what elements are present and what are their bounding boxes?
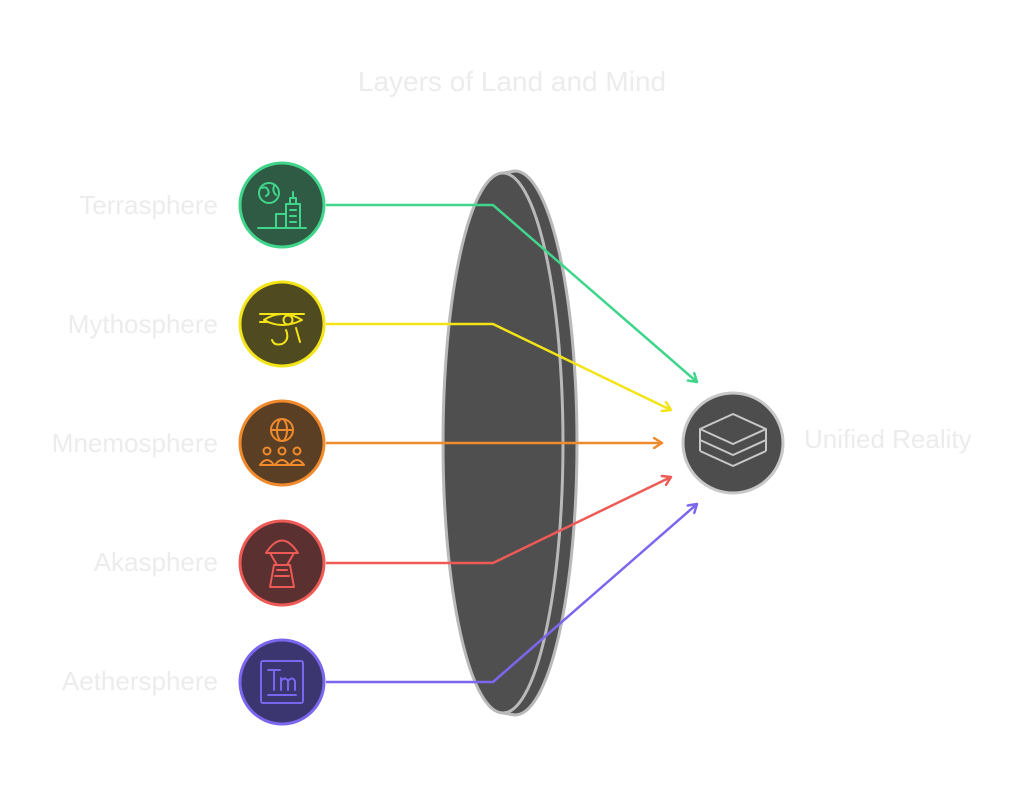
globe-city-icon xyxy=(257,182,307,229)
result-label: Unified Reality xyxy=(804,424,972,454)
connector-aethersphere xyxy=(326,504,697,684)
node-terrasphere xyxy=(238,161,326,249)
globe-people-icon xyxy=(259,418,305,466)
layer-label-mnemosphere: Mnemosphere xyxy=(51,428,218,458)
node-unified-reality xyxy=(681,391,785,495)
trademark-icon xyxy=(260,660,304,704)
layers-stack-icon xyxy=(699,413,767,467)
layer-label-mythosphere: Mythosphere xyxy=(67,309,218,339)
node-akasphere xyxy=(238,519,326,607)
diagram-title: Layers of Land and Mind xyxy=(357,66,667,97)
connector-terrasphere xyxy=(326,203,697,382)
node-aethersphere xyxy=(238,638,326,726)
node-mnemosphere xyxy=(238,399,326,487)
connector-akasphere xyxy=(326,477,671,565)
parachute-capsule-icon xyxy=(265,539,299,588)
lens-edge xyxy=(502,169,516,717)
connector-mythosphere xyxy=(326,322,671,410)
node-mythosphere xyxy=(238,280,326,368)
eye-of-horus-icon xyxy=(259,313,305,346)
layer-label-terrasphere: Terrasphere xyxy=(79,190,218,220)
layer-label-akasphere: Akasphere xyxy=(93,547,218,577)
layer-label-aethersphere: Aethersphere xyxy=(61,666,218,696)
